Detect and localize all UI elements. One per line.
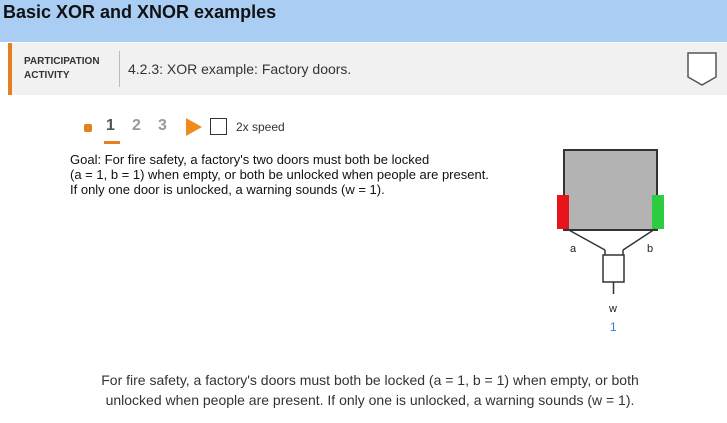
speed-checkbox[interactable] [210, 118, 227, 135]
door-b-label: b [647, 243, 653, 255]
step-caption: For fire safety, a factory's doors must … [101, 372, 639, 408]
factory-doors-diagram: a b w 1 [557, 149, 664, 334]
section-title: Basic XOR and XNOR examples [3, 2, 277, 22]
output-value: 1 [610, 320, 617, 334]
start-marker-icon[interactable] [84, 124, 92, 132]
activity-title: 4.2.3: XOR example: Factory doors. [128, 61, 352, 77]
wire-b [622, 228, 656, 251]
current-step-indicator [104, 141, 120, 144]
goal-text: Goal: For fire safety, a factory's two d… [70, 152, 489, 197]
door-b [652, 195, 664, 229]
activity-type-label: PARTICIPATION ACTIVITY [24, 56, 100, 81]
step-1-button[interactable]: 1 [106, 117, 115, 134]
activity-divider [119, 51, 120, 87]
speed-label: 2x speed [236, 120, 285, 134]
bookmark-icon[interactable] [687, 52, 717, 86]
play-icon[interactable] [186, 118, 202, 136]
animation-controls: 1 2 3 2x speed [82, 115, 342, 144]
door-a-label: a [570, 243, 577, 255]
wire-a [566, 228, 606, 251]
step-2-button[interactable]: 2 [132, 117, 141, 134]
step-3-button[interactable]: 3 [158, 117, 167, 134]
activity-bar: PARTICIPATION ACTIVITY 4.2.3: XOR exampl… [8, 43, 727, 95]
door-a [557, 195, 569, 229]
alarm-box [602, 254, 625, 283]
section-header: Basic XOR and XNOR examples [0, 0, 727, 42]
factory-room [563, 149, 658, 231]
output-label: w [608, 303, 617, 315]
